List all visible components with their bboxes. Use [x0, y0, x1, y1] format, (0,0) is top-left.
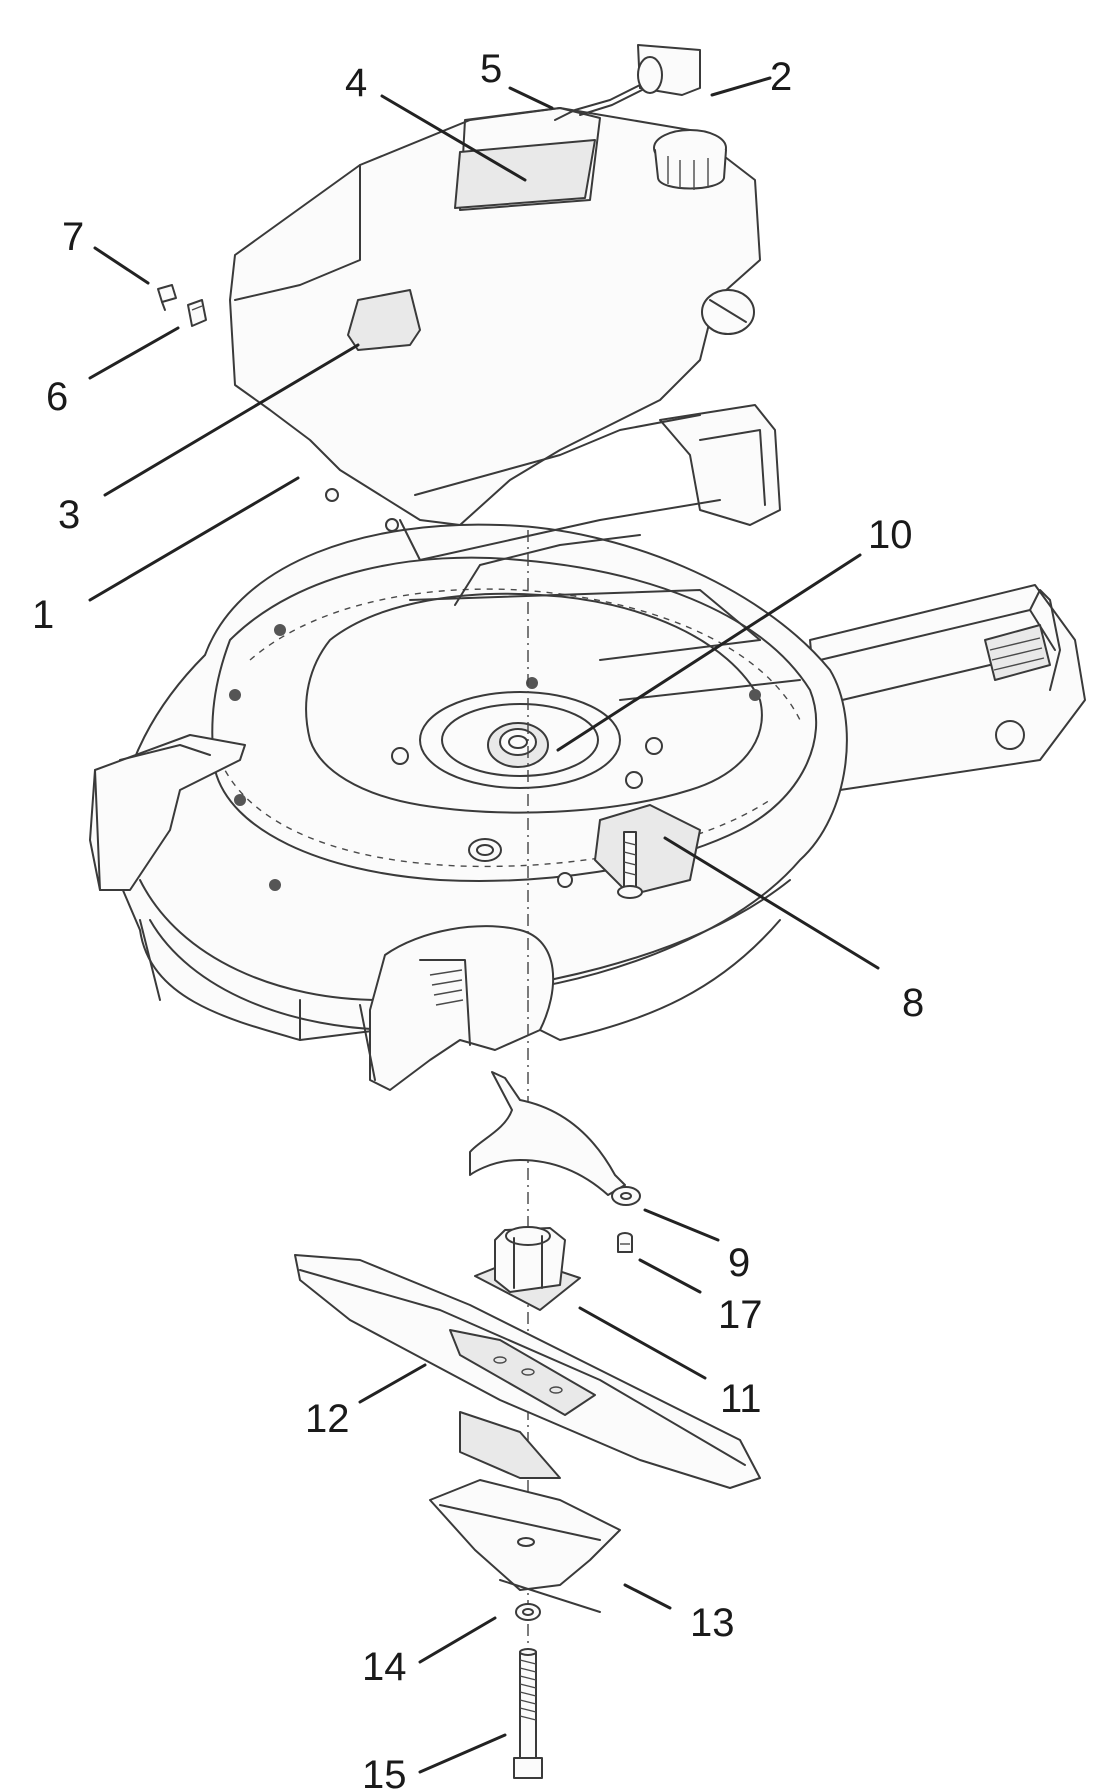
blade-stiffener	[429, 1411, 621, 1613]
callout-11: 11	[720, 1377, 762, 1421]
callout-1: 1	[32, 593, 54, 637]
callout-17: 17	[718, 1293, 763, 1337]
callout-8: 8	[902, 981, 924, 1025]
leader-lines	[88, 76, 880, 1774]
callout-13: 13	[690, 1601, 735, 1645]
mower-deck	[89, 404, 1086, 1091]
callout-numbers: 1 2 3 4 5 6 7 8 9 10 11 12 13 14 15 17	[32, 47, 924, 1789]
callout-12: 12	[305, 1397, 350, 1441]
callout-14: 14	[362, 1645, 407, 1689]
callout-4: 4	[345, 61, 367, 105]
washer	[515, 1603, 541, 1621]
blade-bolt	[513, 1648, 543, 1779]
blade-adapter	[474, 1226, 581, 1311]
bolt-17	[617, 1232, 633, 1253]
callout-9: 9	[728, 1241, 750, 1285]
callout-3: 3	[58, 493, 80, 537]
engine	[229, 44, 761, 606]
callout-7: 7	[62, 215, 84, 259]
callout-15: 15	[362, 1753, 407, 1789]
baffle-bracket	[469, 1071, 641, 1206]
blade	[294, 1254, 761, 1489]
callout-6: 6	[46, 375, 68, 419]
callout-2: 2	[770, 55, 792, 99]
callout-10: 10	[868, 513, 913, 557]
screw-and-clip	[157, 284, 207, 327]
callout-5: 5	[480, 47, 502, 91]
